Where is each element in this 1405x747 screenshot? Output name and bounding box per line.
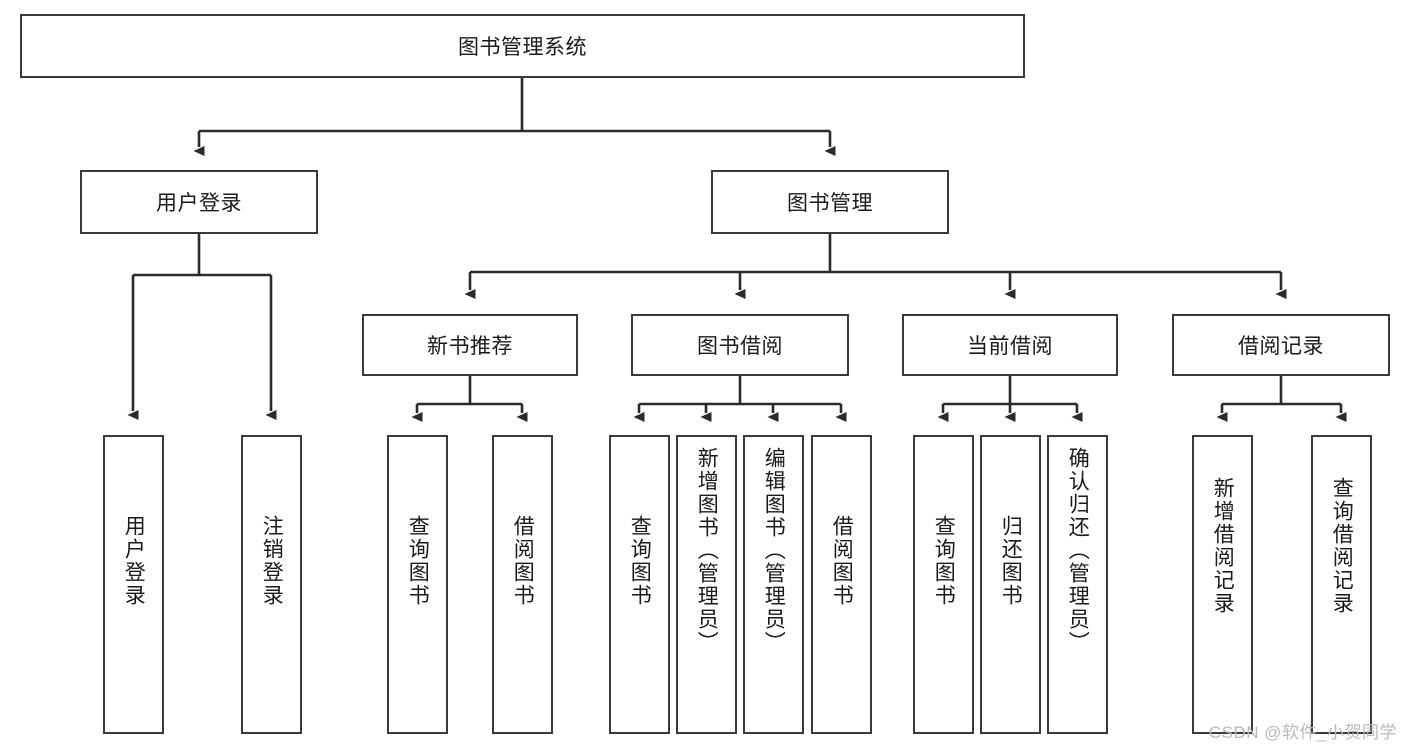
node-leaf-confirm-return[interactable]: 确认归还（管理员） [1047,435,1108,734]
node-book-borrow-label: 图书借阅 [697,335,783,358]
node-leaf-query-book-1[interactable]: 查询图书 [387,435,448,734]
node-leaf-add-book[interactable]: 新增图书（管理员） [676,435,737,734]
node-leaf-user-logout-label: 注销登录 [260,515,284,607]
node-user-login-label: 用户登录 [156,192,242,215]
node-leaf-user-login[interactable]: 用户登录 [103,435,164,734]
node-user-login[interactable]: 用户登录 [80,170,318,234]
node-leaf-borrow-book-2[interactable]: 借阅图书 [811,435,872,734]
node-leaf-query-book-2-label: 查询图书 [628,515,652,607]
node-leaf-edit-book[interactable]: 编辑图书（管理员） [743,435,804,734]
node-leaf-add-record-label: 新增借阅记录 [1211,477,1235,615]
node-leaf-query-record-label: 查询借阅记录 [1330,477,1354,615]
node-leaf-borrow-book-2-label: 借阅图书 [830,515,854,607]
node-root[interactable]: 图书管理系统 [20,14,1025,78]
node-leaf-query-book-3-label: 查询图书 [932,515,956,607]
node-leaf-borrow-book-1-label: 借阅图书 [511,515,535,607]
node-current-borrow-label: 当前借阅 [967,335,1053,358]
node-leaf-return-book[interactable]: 归还图书 [980,435,1041,734]
node-leaf-borrow-book-1[interactable]: 借阅图书 [492,435,553,734]
node-leaf-return-book-label: 归还图书 [999,515,1023,607]
node-new-book-rec-label: 新书推荐 [427,335,513,358]
node-book-borrow[interactable]: 图书借阅 [631,314,849,376]
node-borrow-record-label: 借阅记录 [1238,335,1324,358]
watermark: CSDN @软件_小贺同学 [1208,723,1397,742]
node-leaf-confirm-return-label: 确认归还（管理员） [1066,447,1090,654]
node-book-manage-label: 图书管理 [787,192,873,215]
node-leaf-add-book-label: 新增图书（管理员） [695,447,719,654]
node-leaf-query-record[interactable]: 查询借阅记录 [1311,435,1372,734]
node-book-manage[interactable]: 图书管理 [711,170,949,234]
node-leaf-add-record[interactable]: 新增借阅记录 [1192,435,1253,734]
node-new-book-rec[interactable]: 新书推荐 [362,314,578,376]
node-current-borrow[interactable]: 当前借阅 [902,314,1118,376]
node-borrow-record[interactable]: 借阅记录 [1172,314,1390,376]
node-leaf-user-logout[interactable]: 注销登录 [241,435,302,734]
node-leaf-edit-book-label: 编辑图书（管理员） [762,447,786,654]
node-leaf-user-login-label: 用户登录 [122,515,146,607]
node-leaf-query-book-1-label: 查询图书 [406,515,430,607]
node-leaf-query-book-3[interactable]: 查询图书 [913,435,974,734]
node-root-label: 图书管理系统 [458,36,587,59]
node-leaf-query-book-2[interactable]: 查询图书 [609,435,670,734]
